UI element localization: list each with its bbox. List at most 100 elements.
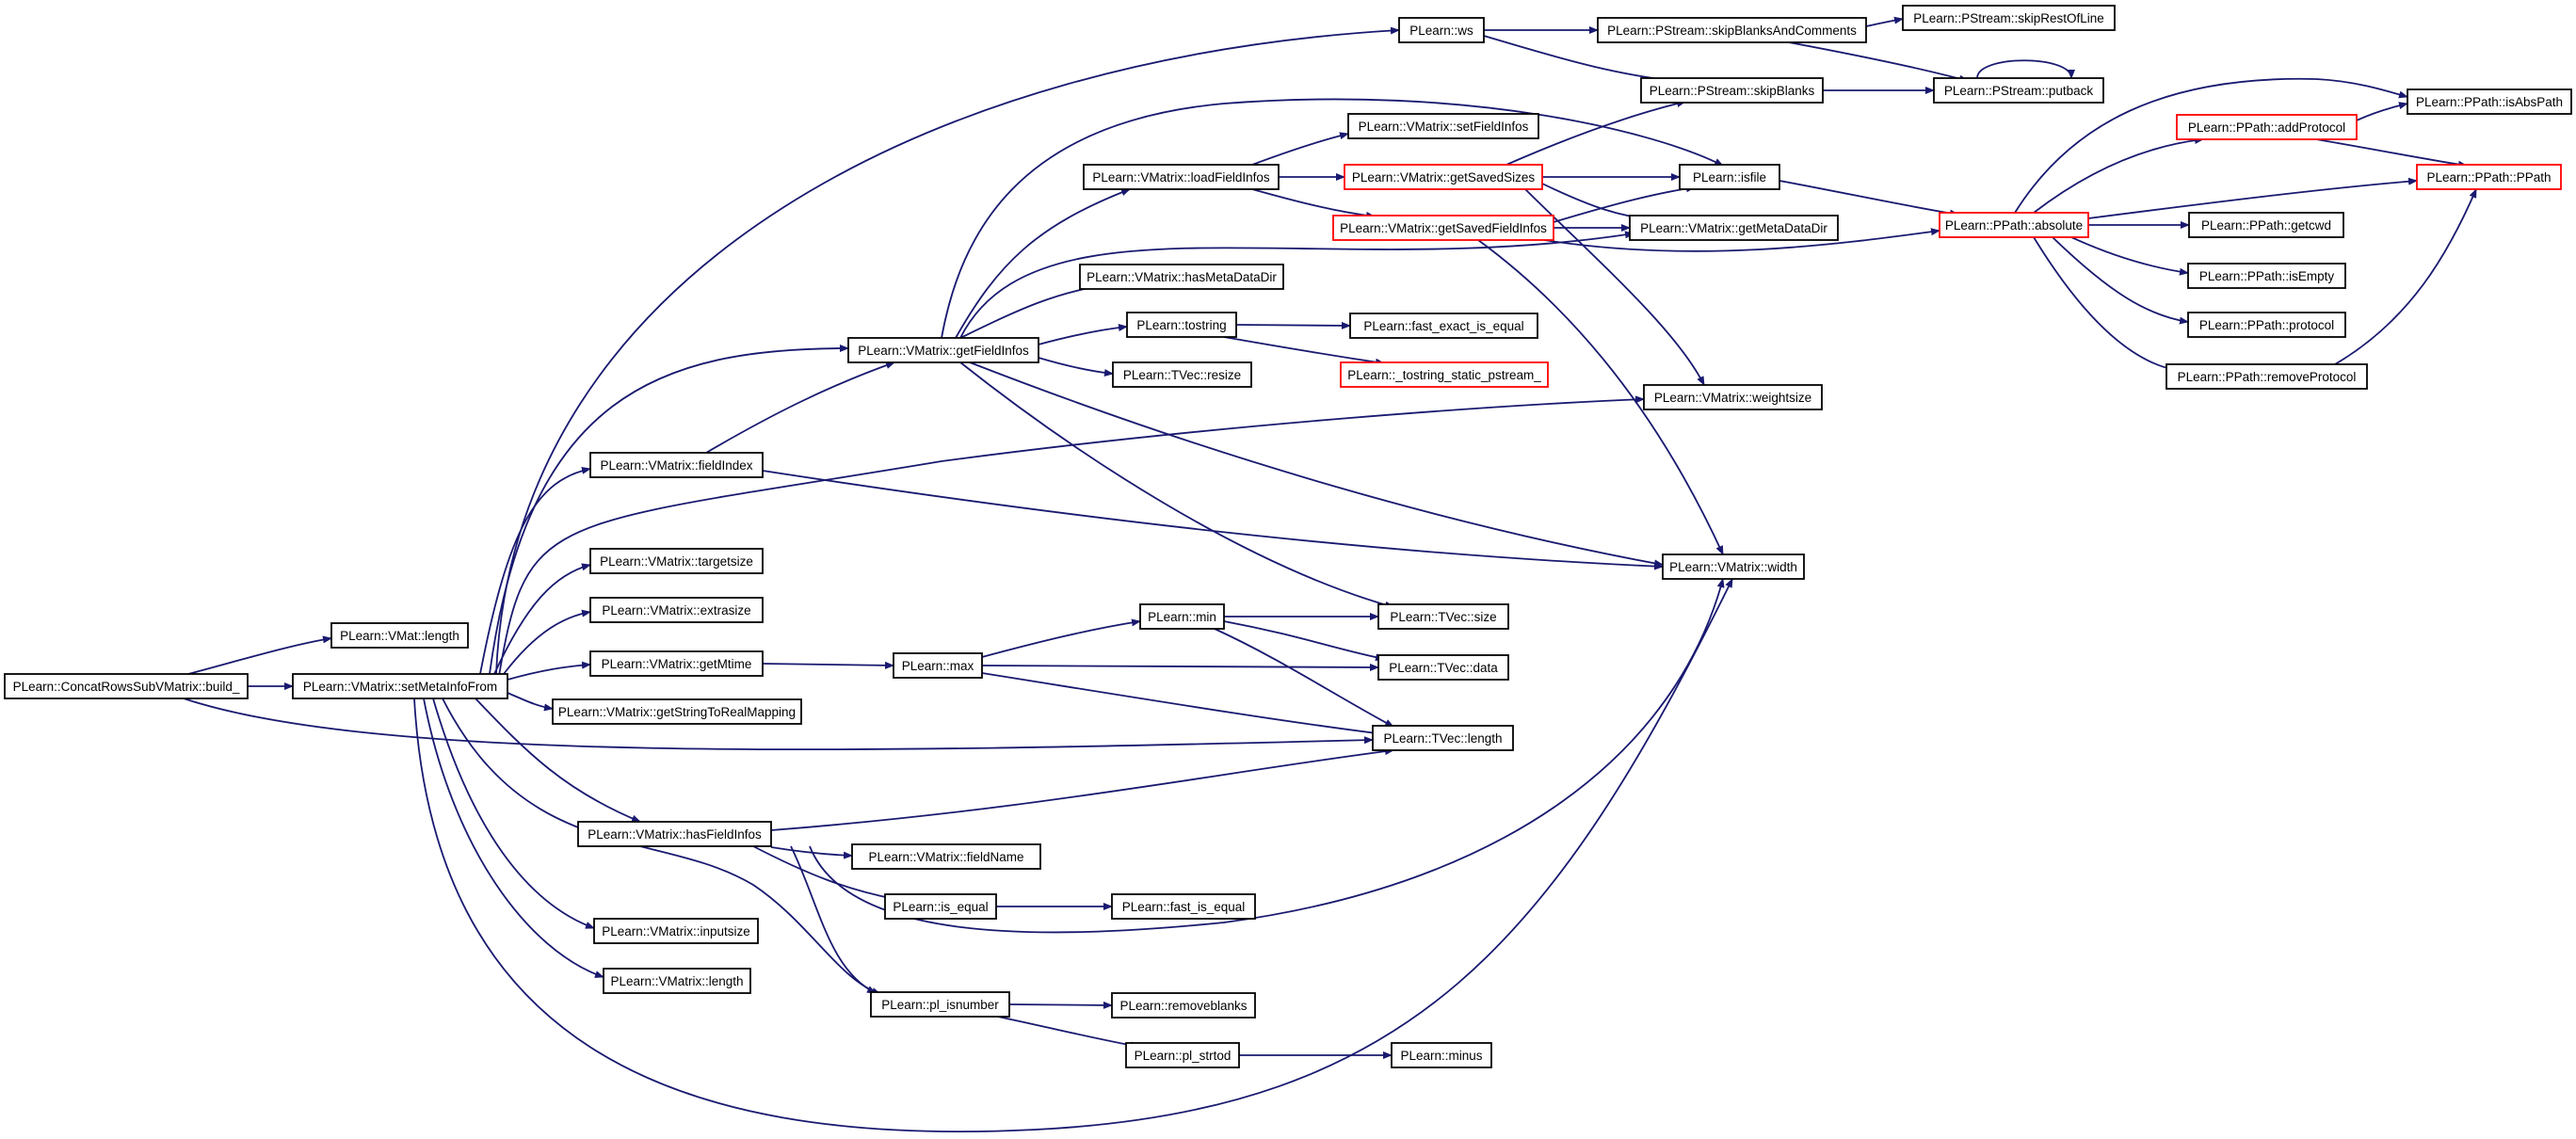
- edge-fieldIndex-to-getFieldInfos: [705, 361, 895, 454]
- node-addProtocol[interactable]: PLearn::PPath::addProtocol: [2176, 114, 2358, 140]
- node-tostring[interactable]: PLearn::tostring: [1126, 312, 1237, 338]
- node-box: [1111, 893, 1256, 920]
- node-tostring-static[interactable]: PLearn::_tostring_static_pstream_: [1340, 361, 1549, 388]
- node-label: PLearn::TVec::resize: [1123, 368, 1241, 382]
- node-min[interactable]: PLearn::min: [1139, 603, 1225, 630]
- node-tvec-size[interactable]: PLearn::TVec::size: [1377, 603, 1509, 630]
- node-tvec-data[interactable]: PLearn::TVec::data: [1377, 654, 1509, 681]
- edge-getFieldInfos-to-isfile: [941, 98, 1724, 339]
- node-removeProtocol[interactable]: PLearn::PPath::removeProtocol: [2165, 363, 2368, 390]
- node-minus[interactable]: PLearn::minus: [1391, 1042, 1492, 1068]
- node-width[interactable]: PLearn::VMatrix::width: [1662, 553, 1805, 580]
- edge-min-to-tvec_data: [1223, 620, 1385, 662]
- edge-setMetaInfoFrom-to-fieldIndex: [479, 466, 591, 675]
- node-box: [589, 650, 764, 677]
- node-label: PLearn::VMatrix::inputsize: [602, 924, 750, 938]
- node-label: PLearn::TVec::length: [1383, 731, 1502, 746]
- edge-addProtocol-to-isAbsPath: [2356, 102, 2408, 121]
- node-loadFieldInfos[interactable]: PLearn::VMatrix::loadFieldInfos: [1083, 164, 1280, 190]
- node-vmat-length[interactable]: PLearn::VMat::length: [330, 622, 469, 649]
- node-box: [1079, 264, 1284, 290]
- node-isAbsPath[interactable]: PLearn::PPath::isAbsPath: [2407, 88, 2572, 115]
- node-tvec-length[interactable]: PLearn::TVec::length: [1372, 725, 1514, 751]
- edge-setMetaInfoFrom-to-weightsize: [498, 395, 1645, 677]
- node-getStringToRealMapping[interactable]: PLearn::VMatrix::getStringToRealMapping: [552, 698, 802, 725]
- node-box: [847, 337, 1039, 363]
- node-box: [1662, 553, 1805, 580]
- node-isfile[interactable]: PLearn::isfile: [1679, 164, 1780, 190]
- node-ws[interactable]: PLearn::ws: [1398, 17, 1485, 43]
- node-label: PLearn::PPath::addProtocol: [2188, 120, 2345, 135]
- node-max[interactable]: PLearn::max: [893, 652, 983, 679]
- node-getcwd[interactable]: PLearn::PPath::getcwd: [2188, 212, 2344, 238]
- node-targetsize[interactable]: PLearn::VMatrix::targetsize: [589, 548, 764, 574]
- node-hasFieldInfos[interactable]: PLearn::VMatrix::hasFieldInfos: [577, 821, 772, 847]
- node-box: [1377, 603, 1509, 630]
- node-box: [292, 673, 508, 699]
- edge-tostring-to-tostring_static: [1223, 336, 1385, 366]
- node-label: PLearn::pl_strtod: [1135, 1049, 1232, 1063]
- node-removeblanks[interactable]: PLearn::removeblanks: [1111, 992, 1256, 1019]
- edge-max-to-tvec_length: [981, 672, 1385, 737]
- node-label: PLearn::VMatrix::loadFieldInfos: [1092, 170, 1270, 184]
- edge-getFieldInfos-to-hasMetaDataDir: [959, 281, 1112, 339]
- node-getMtime[interactable]: PLearn::VMatrix::getMtime: [589, 650, 764, 677]
- node-ppath[interactable]: PLearn::PPath::PPath: [2416, 164, 2562, 190]
- node-is-equal[interactable]: PLearn::is_equal: [884, 893, 997, 920]
- node-getSavedFieldInfos[interactable]: PLearn::VMatrix::getSavedFieldInfos: [1332, 215, 1554, 241]
- edge-hasFieldInfos-to-is_equal: [752, 845, 895, 902]
- node-label: PLearn::VMatrix::getSavedSizes: [1352, 170, 1536, 184]
- node-box: [884, 893, 997, 920]
- node-label: PLearn::PStream::putback: [1944, 84, 2094, 98]
- node-inputsize[interactable]: PLearn::VMatrix::inputsize: [593, 918, 759, 944]
- edge-absolute-to-removeProtocol: [2033, 236, 2176, 373]
- node-getFieldInfos[interactable]: PLearn::VMatrix::getFieldInfos: [847, 337, 1039, 363]
- node-getMetaDataDir[interactable]: PLearn::VMatrix::getMetaDataDir: [1629, 215, 1839, 241]
- node-isEmpty[interactable]: PLearn::PPath::isEmpty: [2187, 263, 2346, 289]
- node-setMetaInfoFrom[interactable]: PLearn::VMatrix::setMetaInfoFrom: [292, 673, 508, 699]
- node-label: PLearn::VMatrix::getMtime: [602, 657, 752, 671]
- edge-absolute-to-ppath: [2087, 177, 2418, 219]
- node-fast-is-equal[interactable]: PLearn::fast_is_equal: [1111, 893, 1256, 920]
- node-skipBlanksAndComments[interactable]: PLearn::PStream::skipBlanksAndComments: [1597, 17, 1867, 43]
- node-weightsize[interactable]: PLearn::VMatrix::weightsize: [1643, 384, 1823, 410]
- node-putback[interactable]: PLearn::PStream::putback: [1933, 77, 2104, 104]
- node-fast-exact-is-equal[interactable]: PLearn::fast_exact_is_equal: [1349, 313, 1538, 339]
- node-box: [589, 452, 764, 478]
- edges-layer: [183, 16, 2477, 1132]
- node-box: [1332, 215, 1554, 241]
- node-box: [2407, 88, 2572, 115]
- node-absolute[interactable]: PLearn::PPath::absolute: [1939, 212, 2089, 238]
- node-tvec-resize[interactable]: PLearn::TVec::resize: [1112, 361, 1252, 388]
- node-fieldIndex[interactable]: PLearn::VMatrix::fieldIndex: [589, 452, 764, 478]
- node-label: PLearn::VMatrix::weightsize: [1654, 391, 1811, 405]
- node-box: [603, 968, 751, 994]
- nodes-layer: PLearn::ConcatRowsSubVMatrix::build_PLea…: [4, 5, 2572, 1068]
- node-hasMetaDataDir[interactable]: PLearn::VMatrix::hasMetaDataDir: [1079, 264, 1284, 290]
- node-extrasize[interactable]: PLearn::VMatrix::extrasize: [589, 597, 764, 623]
- edge-loadFieldInfos-to-getSavedFieldInfos: [1251, 188, 1376, 219]
- node-label: PLearn::VMatrix::setMetaInfoFrom: [303, 680, 497, 694]
- node-label: PLearn::max: [902, 659, 974, 673]
- node-box: [1643, 384, 1823, 410]
- node-label: PLearn::PPath::getcwd: [2201, 218, 2331, 233]
- node-fieldName[interactable]: PLearn::VMatrix::fieldName: [851, 843, 1041, 870]
- node-box: [4, 673, 249, 699]
- node-pl-strtod[interactable]: PLearn::pl_strtod: [1125, 1042, 1240, 1068]
- node-label: PLearn::tostring: [1136, 318, 1226, 332]
- edge-fieldIndex-to-width: [762, 470, 1664, 570]
- node-label: PLearn::PPath::removeProtocol: [2178, 370, 2357, 384]
- edge-getFieldInfos-to-width: [969, 361, 1664, 568]
- node-protocol[interactable]: PLearn::PPath::protocol: [2187, 312, 2346, 338]
- node-label: PLearn::VMatrix::hasFieldInfos: [588, 827, 762, 842]
- edge-getFieldInfos-to-loadFieldInfos: [955, 188, 1131, 339]
- node-skipBlanks[interactable]: PLearn::PStream::skipBlanks: [1640, 77, 1824, 104]
- node-pl-isnumber[interactable]: PLearn::pl_isnumber: [870, 991, 1010, 1018]
- node-label: PLearn::VMatrix::length: [610, 974, 743, 988]
- node-label: PLearn::VMatrix::getFieldInfos: [858, 344, 1029, 358]
- node-getSavedSizes[interactable]: PLearn::VMatrix::getSavedSizes: [1344, 164, 1543, 190]
- node-skipRestOfLine[interactable]: PLearn::PStream::skipRestOfLine: [1902, 5, 2116, 31]
- node-setFieldInfos[interactable]: PLearn::VMatrix::setFieldInfos: [1347, 113, 1539, 139]
- edge-getFieldInfos-to-tvec_size: [959, 361, 1394, 609]
- node-vmatrix-length[interactable]: PLearn::VMatrix::length: [603, 968, 751, 994]
